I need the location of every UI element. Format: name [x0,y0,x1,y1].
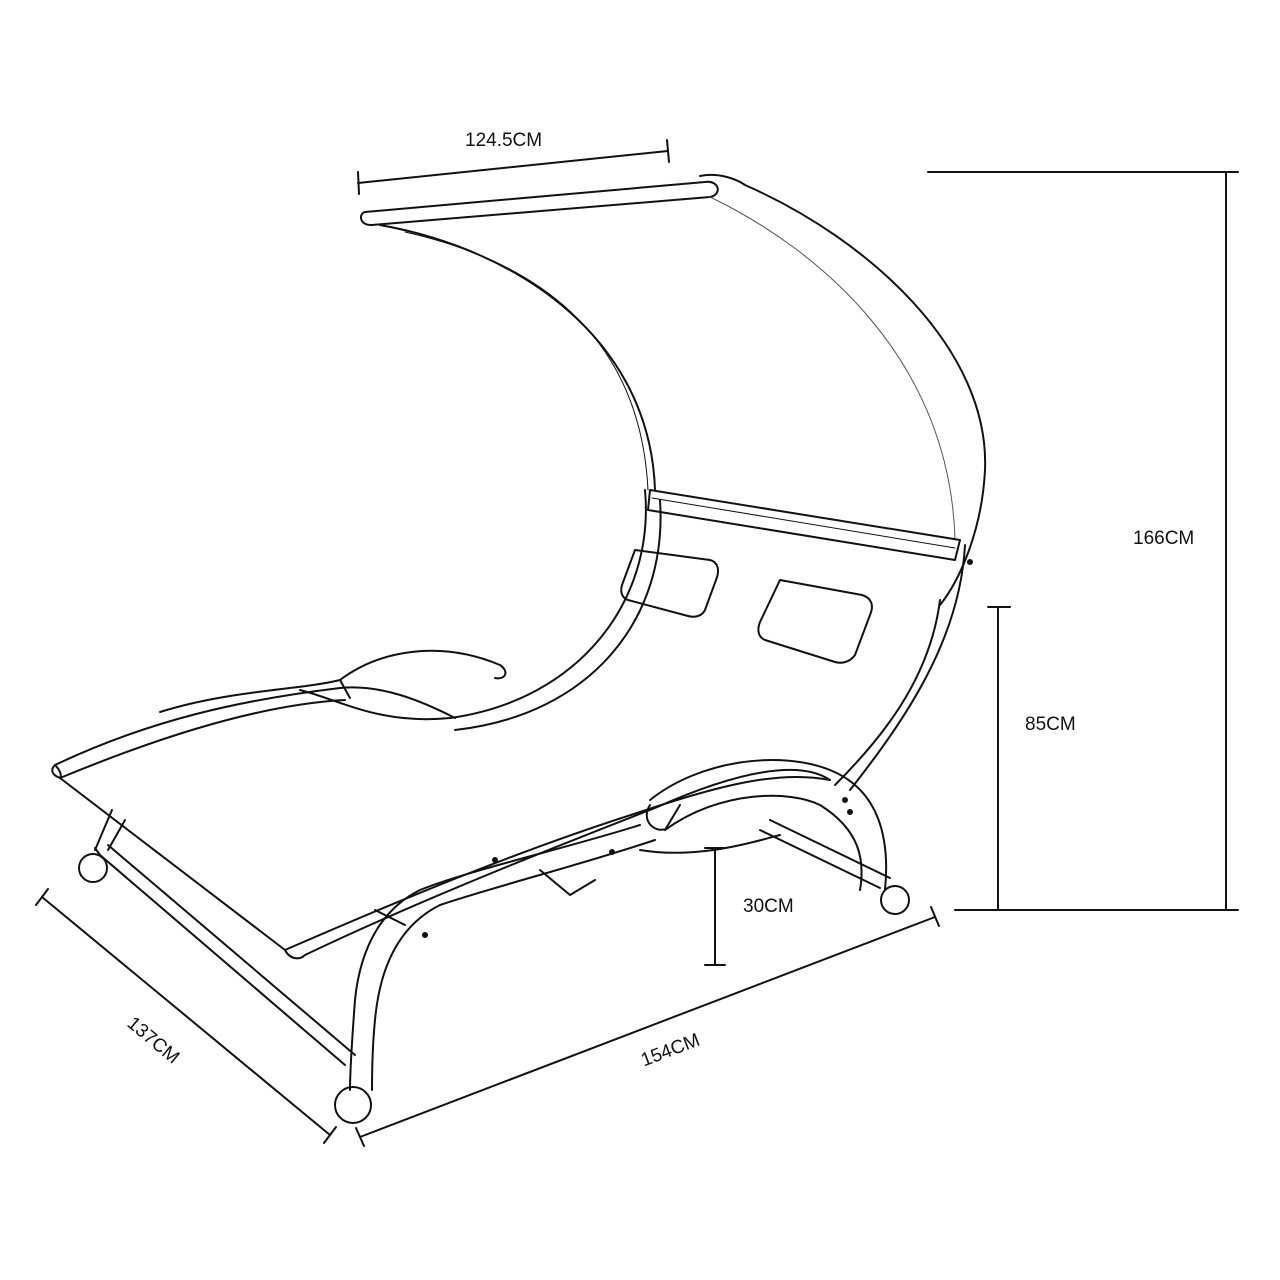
canopy [359,174,987,606]
pillow-right [757,579,873,664]
pillow-left [620,549,719,618]
dimension-line-width [35,888,337,1144]
dimension-line-total-height [927,171,1239,911]
label-total-height: 166CM [1133,528,1195,549]
label-backrest-height: 85CM [1025,714,1076,735]
dimension-line-length [355,906,940,1147]
label-canopy-width: 124.5CM [465,130,543,151]
dimension-line-canopy-width [357,139,670,195]
label-seat-clearance: 30CM [743,896,794,917]
dimension-line-seat-clearance [704,847,726,966]
frame [51,489,973,1124]
dimension-line-backrest-height [987,606,1011,911]
